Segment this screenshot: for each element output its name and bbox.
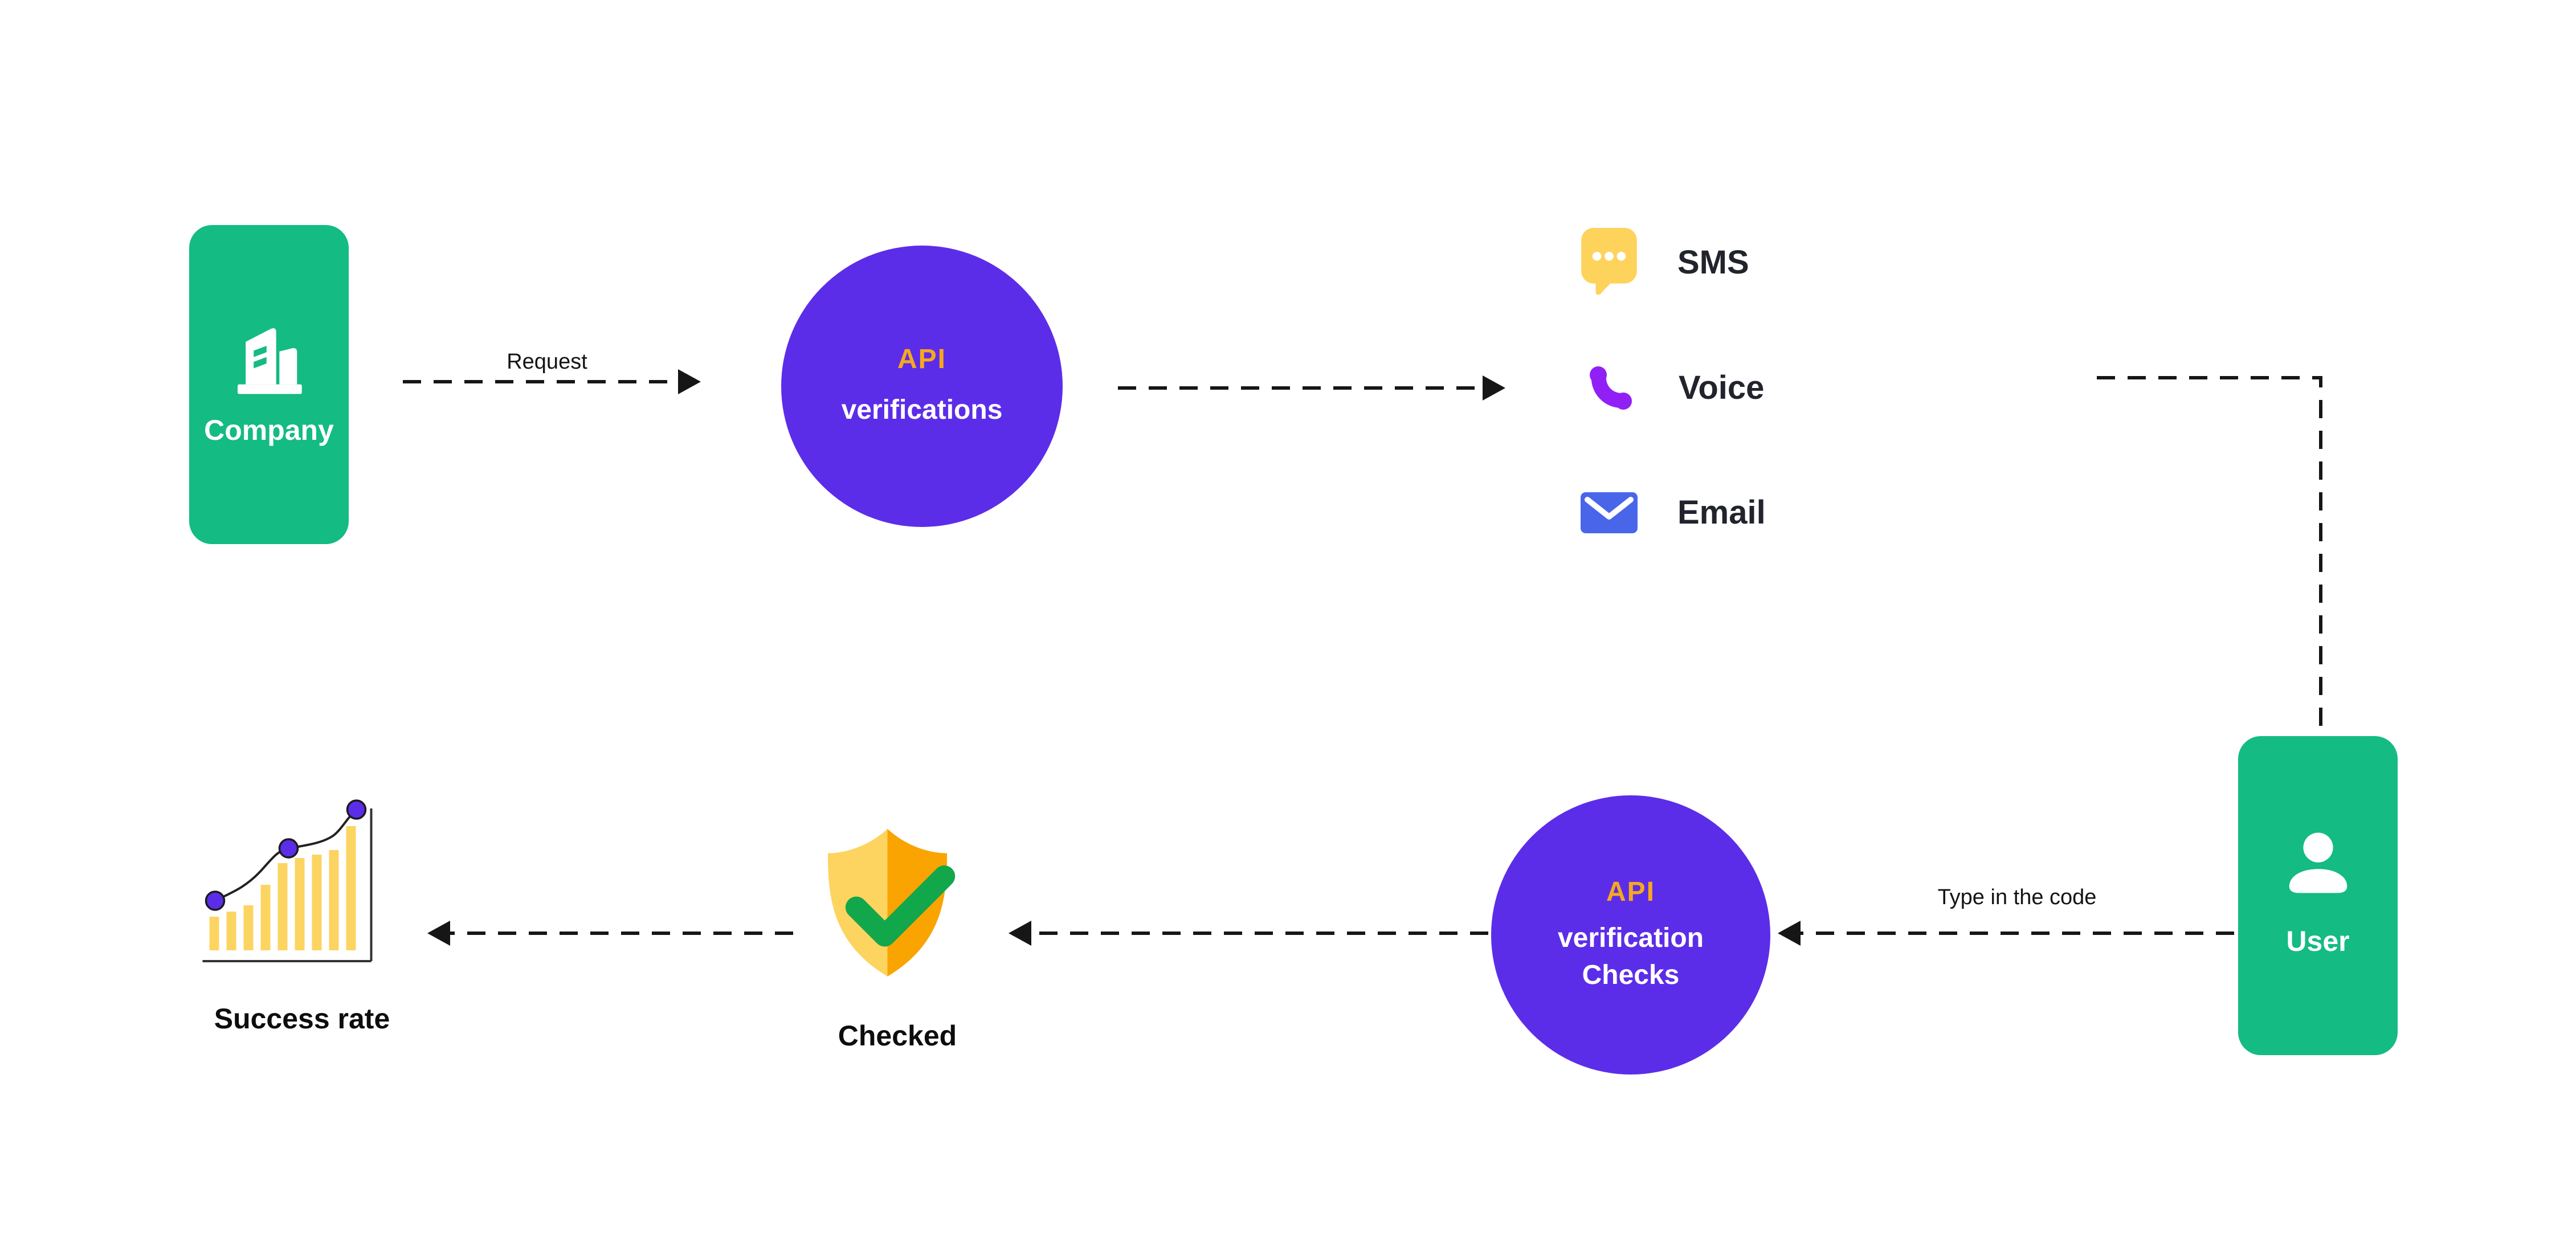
voice-phone-icon [1582,359,1639,416]
sms-chat-bubble-icon [1581,228,1638,295]
type-in-the-code-edge-label: Type in the code [1937,885,2097,909]
api-checks-text-line1: verification [1557,922,1704,953]
email-label: Email [1677,494,1766,531]
api-checks-text-line2: Checks [1582,959,1680,990]
success-rate-chart-icon [191,799,382,973]
email-envelope-icon [1581,484,1638,541]
trend-dot-2 [278,838,299,859]
request-arrowhead-icon [678,369,701,394]
trend-dot-1 [205,890,226,911]
type-code-arrowhead-icon [1778,921,1801,946]
channels-arrowhead-icon [1483,375,1505,401]
api-verification-checks-node: API verification Checks [1491,795,1770,1075]
channels-to-user-elbow-line [2097,376,2322,733]
company-building-icon [223,312,315,397]
sms-label: SMS [1677,244,1749,281]
api-verifications-text: verifications [841,395,1003,426]
voice-label: Voice [1679,369,1765,406]
checked-caption: Checked [838,1020,957,1052]
user-person-icon [2277,823,2359,908]
channel-voice: Voice [1582,359,1764,416]
success-arrowhead-icon [427,921,450,946]
success-rate-caption: Success rate [214,1003,390,1035]
api-checks-accent: API [1606,876,1655,907]
user-label: User [2286,925,2350,957]
checked-shield-icon [806,822,969,987]
api-verifications-accent: API [897,344,946,375]
shield-arrowhead-icon [1009,921,1031,946]
channel-sms: SMS [1581,228,1749,295]
channel-email: Email [1581,484,1766,541]
api-verifications-node: API verifications [781,246,1063,527]
success-bars [209,826,356,950]
company-node: Company [189,225,349,544]
trend-dot-3 [346,799,367,820]
user-node: User [2238,736,2398,1055]
company-label: Company [204,414,334,446]
request-edge-label: Request [507,350,587,374]
